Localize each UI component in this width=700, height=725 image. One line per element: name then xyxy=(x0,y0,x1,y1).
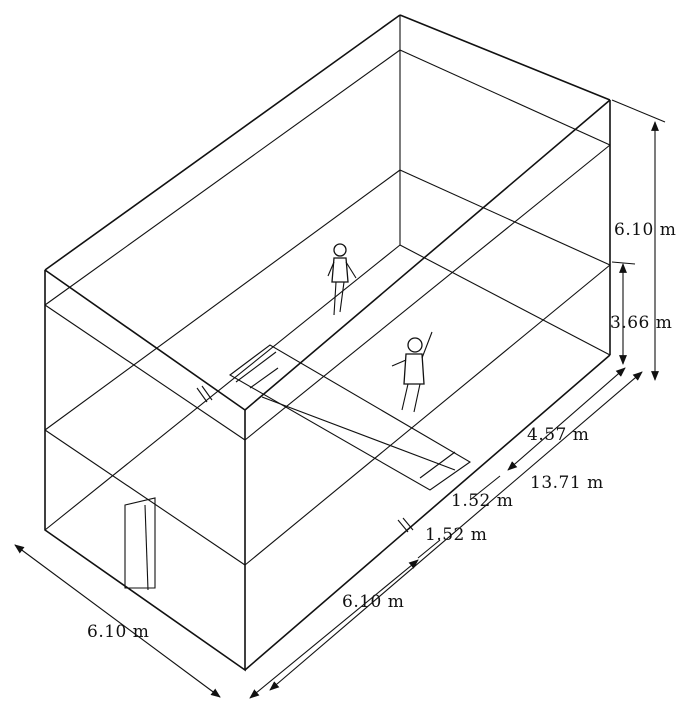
court-box xyxy=(44,14,611,672)
player-front xyxy=(391,331,433,413)
service-zone xyxy=(229,344,472,491)
service-height-label: 3.66 m xyxy=(610,313,673,333)
player-back xyxy=(327,243,357,316)
total-length-label: 13.71 m xyxy=(530,473,604,493)
side-wall-length-label: 6.10 m xyxy=(342,592,405,612)
front-width-label: 6.10 m xyxy=(87,622,150,642)
service-zone-label: 1.52 m xyxy=(451,491,514,511)
back-height-label: 6.10 m xyxy=(614,220,677,240)
dimension-lines xyxy=(14,99,666,699)
wall-lines xyxy=(44,49,611,566)
service-depth-label: 4.57 m xyxy=(527,425,590,445)
short-line-label: 1.52 m xyxy=(425,525,488,545)
door xyxy=(124,497,156,591)
tick-marks xyxy=(196,385,414,533)
